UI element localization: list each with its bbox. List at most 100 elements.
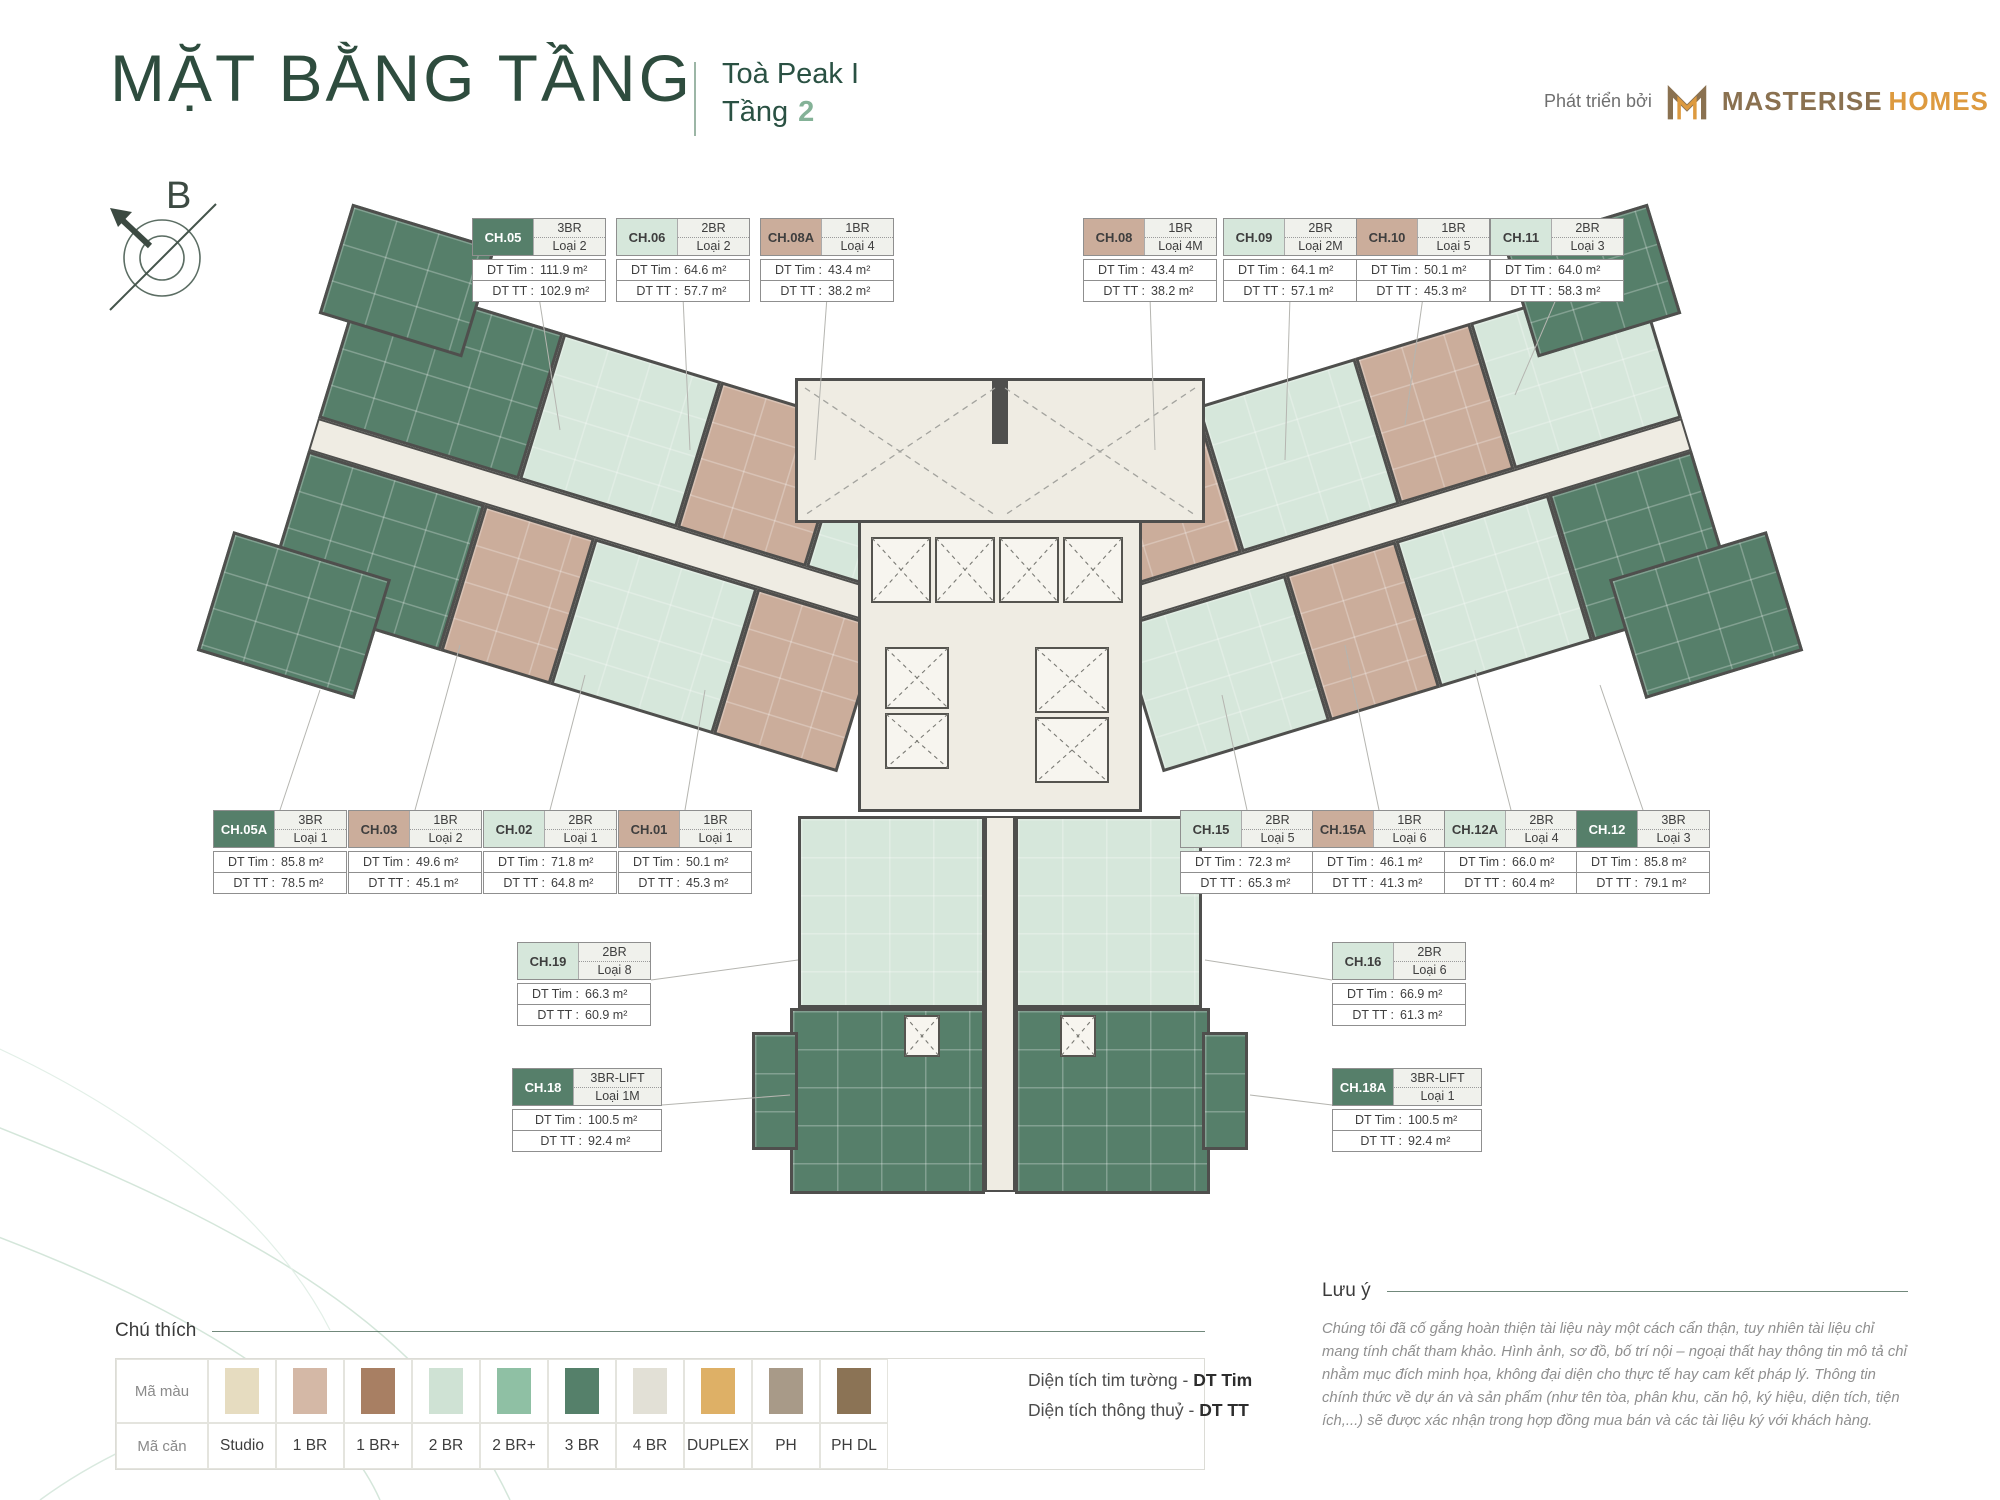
dt-tim-row: DT Tim :72.3 m² — [1181, 852, 1313, 872]
legend-item-label: PH — [752, 1423, 820, 1469]
dt-tim-definition-text: Diện tích tim tường - — [1028, 1370, 1194, 1390]
dt-tim-row: DT Tim :66.3 m² — [518, 984, 650, 1004]
dt-tim-row: DT Tim :71.8 m² — [484, 852, 616, 872]
legend-swatch-cell — [820, 1359, 888, 1423]
dt-tt-label: DT TT : — [636, 284, 678, 298]
legend-unit-row-label: Mã căn — [116, 1423, 208, 1469]
unit-bedroom-type: 2BR — [1506, 811, 1577, 830]
dt-tim-value: 66.3 m² — [585, 987, 628, 1001]
dt-tt-row: DT TT :61.3 m² — [1333, 1004, 1465, 1025]
dt-tt-row: DT TT :38.2 m² — [1084, 280, 1216, 301]
legend-swatch — [361, 1368, 395, 1414]
plan-tower-corridor — [985, 816, 1015, 1192]
dt-tim-value: 64.1 m² — [1291, 263, 1334, 277]
unit-variant: Loại 6 — [1392, 831, 1427, 846]
dt-tim-definition-code: DT Tim — [1193, 1370, 1253, 1390]
unit-code: CH.05 — [473, 219, 533, 255]
unit-code: CH.16 — [1333, 943, 1393, 979]
unit-bedroom-type: 1BR — [1418, 219, 1489, 238]
unit-code: CH.08 — [1084, 219, 1144, 255]
dt-tt-value: 45.3 m² — [1424, 284, 1467, 298]
dt-tim-value: 50.1 m² — [1424, 263, 1467, 277]
dt-tim-row: DT Tim :49.6 m² — [349, 852, 481, 872]
unit-bedroom-type: 3BR — [1638, 811, 1709, 830]
unit-code: CH.09 — [1224, 219, 1284, 255]
dt-tt-label: DT TT : — [1332, 876, 1374, 890]
unit-bedroom-type: 1BR — [680, 811, 751, 830]
dt-tim-value: 85.8 m² — [1644, 855, 1687, 869]
unit-bedroom-type: 3BR-LIFT — [1394, 1069, 1481, 1088]
legend-swatch-cell — [752, 1359, 820, 1423]
dt-tim-label: DT Tim : — [1195, 855, 1242, 869]
dt-tim-row: DT Tim :85.8 m² — [1577, 852, 1709, 872]
dt-tt-label: DT TT : — [1596, 876, 1638, 890]
legend-swatch — [497, 1368, 531, 1414]
legend-swatch — [701, 1368, 735, 1414]
dt-tim-row: DT Tim :46.1 m² — [1313, 852, 1445, 872]
dt-tt-value: 65.3 m² — [1248, 876, 1291, 890]
legend-swatch-cell — [276, 1359, 344, 1423]
unit-bedroom-type: 2BR — [1285, 219, 1356, 238]
legend-swatch-cell — [548, 1359, 616, 1423]
legend-swatch — [837, 1368, 871, 1414]
title-divider — [694, 62, 696, 136]
dt-tt-label: DT TT : — [638, 876, 680, 890]
unit-code: CH.02 — [484, 811, 544, 847]
dt-tt-row: DT TT :79.1 m² — [1577, 872, 1709, 893]
dt-tt-label: DT TT : — [1103, 284, 1145, 298]
notice-heading: Lưu ý — [1322, 1280, 1371, 1301]
unit-bedroom-type: 1BR — [1374, 811, 1445, 830]
dt-tt-row: DT TT :65.3 m² — [1181, 872, 1313, 893]
dt-tim-value: 46.1 m² — [1380, 855, 1423, 869]
dt-tim-value: 64.6 m² — [684, 263, 727, 277]
unit-variant: Loại 4 — [840, 239, 875, 254]
unit-variant: Loại 1 — [293, 831, 328, 846]
notice-rule — [1386, 1290, 1908, 1292]
dt-tim-value: 43.4 m² — [828, 263, 871, 277]
dt-tim-label: DT Tim : — [535, 1113, 582, 1127]
dt-tim-value: 50.1 m² — [686, 855, 729, 869]
unit-variant: Loại 1 — [563, 831, 598, 846]
brand-homes: HOMES — [1888, 85, 1989, 116]
dt-tim-row: DT Tim :85.8 m² — [214, 852, 346, 872]
legend-swatch — [769, 1368, 803, 1414]
notice-body: Chúng tôi đã cố gắng hoàn thiện tài liệu… — [1322, 1321, 1907, 1429]
dt-tim-value: 85.8 m² — [281, 855, 324, 869]
legend-swatch-cell — [412, 1359, 480, 1423]
unit-bedroom-type: 2BR — [579, 943, 650, 962]
dt-tt-value: 64.8 m² — [551, 876, 594, 890]
unit-code: CH.12 — [1577, 811, 1637, 847]
unit-bedroom-type: 2BR — [1394, 943, 1465, 962]
legend-item-label: 3 BR — [548, 1423, 616, 1469]
dt-tt-row: DT TT :60.9 m² — [518, 1004, 650, 1025]
notice-heading-row: Lưu ý — [1322, 1280, 1908, 1302]
legend-item-label: Studio — [208, 1423, 276, 1469]
dt-tim-value: 66.9 m² — [1400, 987, 1443, 1001]
